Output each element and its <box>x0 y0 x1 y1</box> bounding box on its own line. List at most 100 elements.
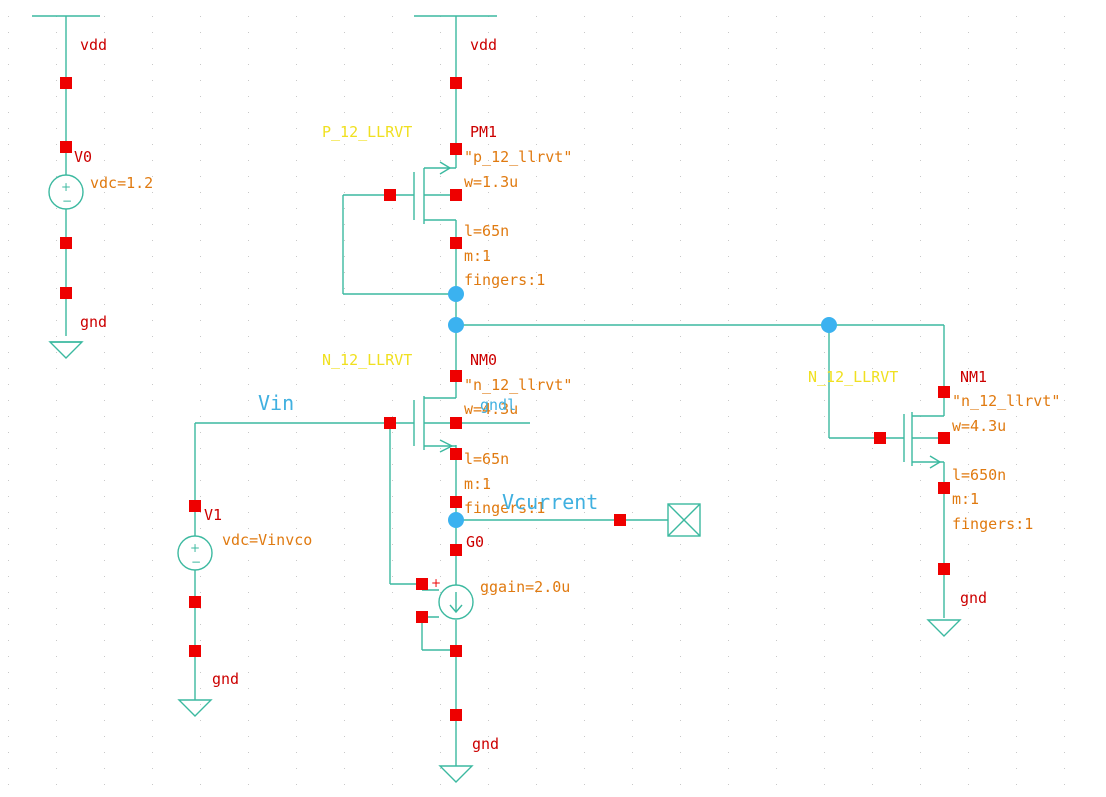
pin[interactable] <box>60 77 72 89</box>
grid-dot <box>1016 192 1017 193</box>
grid-dot <box>584 144 585 145</box>
grid-dot <box>776 544 777 545</box>
grid-dot <box>392 688 393 689</box>
grid-dot <box>488 48 489 49</box>
grid-dot <box>632 368 633 369</box>
pin[interactable] <box>60 287 72 299</box>
grid-dot <box>200 528 201 529</box>
pin[interactable] <box>938 563 950 575</box>
grid-dot <box>488 288 489 289</box>
grid-dot <box>584 128 585 129</box>
grid-dot <box>584 176 585 177</box>
grid-dot <box>8 560 9 561</box>
gnd-label: gnd <box>80 313 107 331</box>
pin[interactable] <box>450 448 462 460</box>
grid-dot <box>392 112 393 113</box>
pin[interactable] <box>450 645 462 657</box>
net-junction[interactable] <box>821 317 837 333</box>
grid-dot <box>776 752 777 753</box>
pin[interactable] <box>874 432 886 444</box>
pin[interactable] <box>189 645 201 657</box>
pin[interactable] <box>384 417 396 429</box>
v0-source-branch[interactable]: + − vdd V0 vdc=1.2 gnd <box>32 15 153 359</box>
grid-dot <box>776 320 777 321</box>
pin[interactable] <box>416 611 428 623</box>
grid-dot <box>152 736 153 737</box>
grid-dot <box>56 608 57 609</box>
pin[interactable] <box>450 544 462 556</box>
v1-source-branch[interactable]: + − V1 vdc=Vinvco gnd <box>177 500 312 717</box>
nm0-model: "n_12_llrvt" <box>464 376 572 394</box>
grid-dot <box>152 352 153 353</box>
pin[interactable] <box>60 141 72 153</box>
pin[interactable] <box>60 237 72 249</box>
gndl-net-label: gndl <box>480 396 516 414</box>
grid-dot <box>152 80 153 81</box>
grid-dot <box>872 416 873 417</box>
net-junction[interactable] <box>448 286 464 302</box>
grid-dot <box>248 32 249 33</box>
pin[interactable] <box>189 500 201 512</box>
pm1-model: "p_12_llrvt" <box>464 148 572 166</box>
grid-dot <box>776 384 777 385</box>
pin[interactable] <box>416 578 428 590</box>
grid-dot <box>1064 32 1065 33</box>
grid-dot <box>488 240 489 241</box>
nm0-transistor[interactable]: N_12_LLRVT NM0 "n_12_llrvt" w=4.3u l=65n… <box>322 351 572 517</box>
grid-dot <box>680 192 681 193</box>
pm1-transistor[interactable]: P_12_LLRVT PM1 "p_12_llrvt" w=1.3u l=65n… <box>322 36 572 289</box>
grid-dot <box>1064 688 1065 689</box>
grid-dot <box>152 448 153 449</box>
pin[interactable] <box>450 496 462 508</box>
grid-dot <box>392 704 393 705</box>
grid-dot <box>152 688 153 689</box>
pin[interactable] <box>450 417 462 429</box>
pin[interactable] <box>450 189 462 201</box>
pin[interactable] <box>938 386 950 398</box>
pin[interactable] <box>938 432 950 444</box>
grid-dot <box>824 608 825 609</box>
grid-dot <box>248 176 249 177</box>
grid-dot <box>440 352 441 353</box>
grid-dot <box>728 320 729 321</box>
grid-dot <box>152 256 153 257</box>
grid-dot <box>440 80 441 81</box>
grid-dot <box>824 160 825 161</box>
grid-dot <box>392 432 393 433</box>
grid-dot <box>104 496 105 497</box>
grid-dot <box>392 96 393 97</box>
grid-dot <box>392 656 393 657</box>
net-junction[interactable] <box>448 512 464 528</box>
grid-dot <box>680 704 681 705</box>
grid-dot <box>584 32 585 33</box>
pin[interactable] <box>450 143 462 155</box>
pin[interactable] <box>450 77 462 89</box>
grid-dot <box>584 272 585 273</box>
pin[interactable] <box>938 482 950 494</box>
grid-dot <box>632 560 633 561</box>
pin[interactable] <box>450 237 462 249</box>
g0-vccs[interactable]: + G0 ggain=2.0u <box>416 533 570 721</box>
grid-dot <box>824 720 825 721</box>
pin[interactable] <box>614 514 626 526</box>
grid-dot <box>296 336 297 337</box>
grid-dot <box>1016 96 1017 97</box>
grid-dot <box>392 64 393 65</box>
nm1-transistor[interactable]: N_12_LLRVT NM1 "n_12_llrvt" w=4.3u l=650… <box>808 325 1060 637</box>
net-junction[interactable] <box>448 317 464 333</box>
grid-dot <box>584 432 585 433</box>
grid-dot <box>680 448 681 449</box>
vcurrent-probe-icon[interactable] <box>667 503 701 537</box>
grid-dot <box>104 320 105 321</box>
grid-dot <box>152 224 153 225</box>
grid-dot <box>728 368 729 369</box>
grid-dot <box>680 624 681 625</box>
pin[interactable] <box>189 596 201 608</box>
grid-dot <box>824 656 825 657</box>
grid-dot <box>776 48 777 49</box>
pin[interactable] <box>384 189 396 201</box>
grid-dot <box>680 432 681 433</box>
grid-dot <box>728 400 729 401</box>
pin[interactable] <box>450 370 462 382</box>
pin[interactable] <box>450 709 462 721</box>
